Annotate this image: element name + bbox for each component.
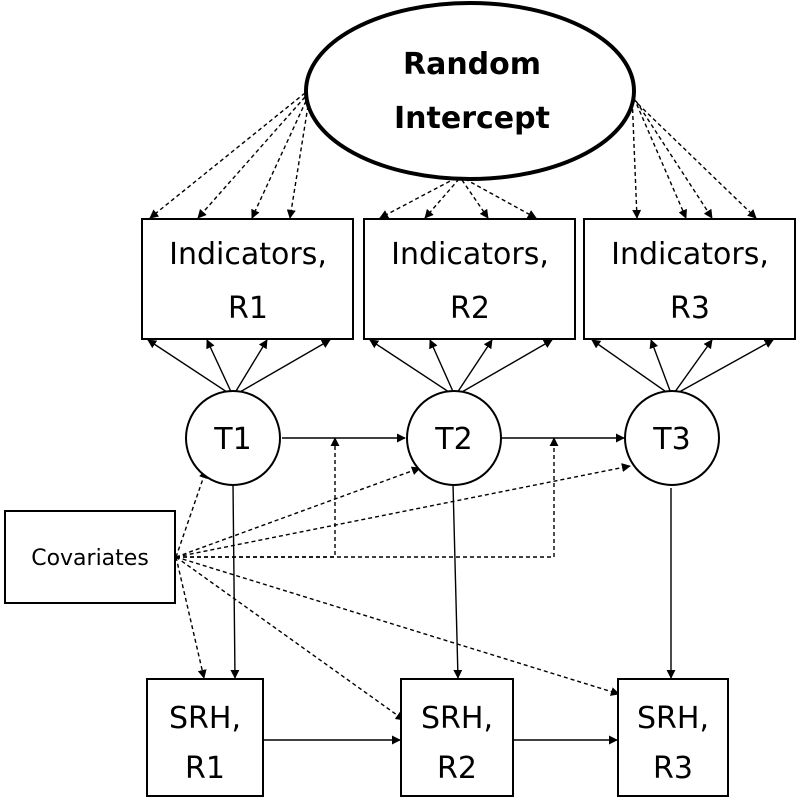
srh-r3-line2: R3 <box>653 751 693 786</box>
indicators-r2-box: Indicators, R2 <box>363 218 576 340</box>
indicators-r3-box: Indicators, R3 <box>583 218 796 340</box>
indicators-r3-line2: R3 <box>670 291 710 326</box>
trait-indicator-loadings <box>147 339 774 397</box>
random-intercept-loadings <box>149 92 757 219</box>
trait-t2-label: T2 <box>434 422 472 457</box>
indicators-r3-line1: Indicators, <box>611 237 769 272</box>
covariates-box: Covariates <box>4 510 176 604</box>
trait-t3-node: T3 <box>624 390 720 486</box>
srh-r1-box: SRH, R1 <box>146 678 264 797</box>
trait-t1-node: T1 <box>185 390 281 486</box>
trait-t1-label: T1 <box>213 422 251 457</box>
srh-r2-line1: SRH, <box>421 701 493 736</box>
srh-r1-line2: R1 <box>185 751 225 786</box>
indicators-r1-line2: R1 <box>228 291 268 326</box>
srh-r3-box: SRH, R3 <box>617 678 729 797</box>
trait-t2-node: T2 <box>406 390 502 486</box>
random-intercept-node: Random Intercept <box>304 1 636 181</box>
indicators-r2-line1: Indicators, <box>391 237 549 272</box>
trait-srh-paths <box>230 483 676 679</box>
srh-r2-box: SRH, R2 <box>400 678 514 797</box>
indicators-r1-box: Indicators, R1 <box>141 218 354 340</box>
trait-t3-label: T3 <box>652 422 690 457</box>
covariates-label: Covariates <box>31 546 149 571</box>
random-intercept-label-line1: Random <box>403 47 541 82</box>
covariate-paths <box>175 437 631 721</box>
indicators-r2-line2: R2 <box>450 291 490 326</box>
indicators-r1-line1: Indicators, <box>169 237 327 272</box>
srh-r3-line1: SRH, <box>637 701 709 736</box>
srh-r1-line1: SRH, <box>169 701 241 736</box>
srh-r2-line2: R2 <box>437 751 477 786</box>
random-intercept-label-line2: Intercept <box>394 101 550 136</box>
